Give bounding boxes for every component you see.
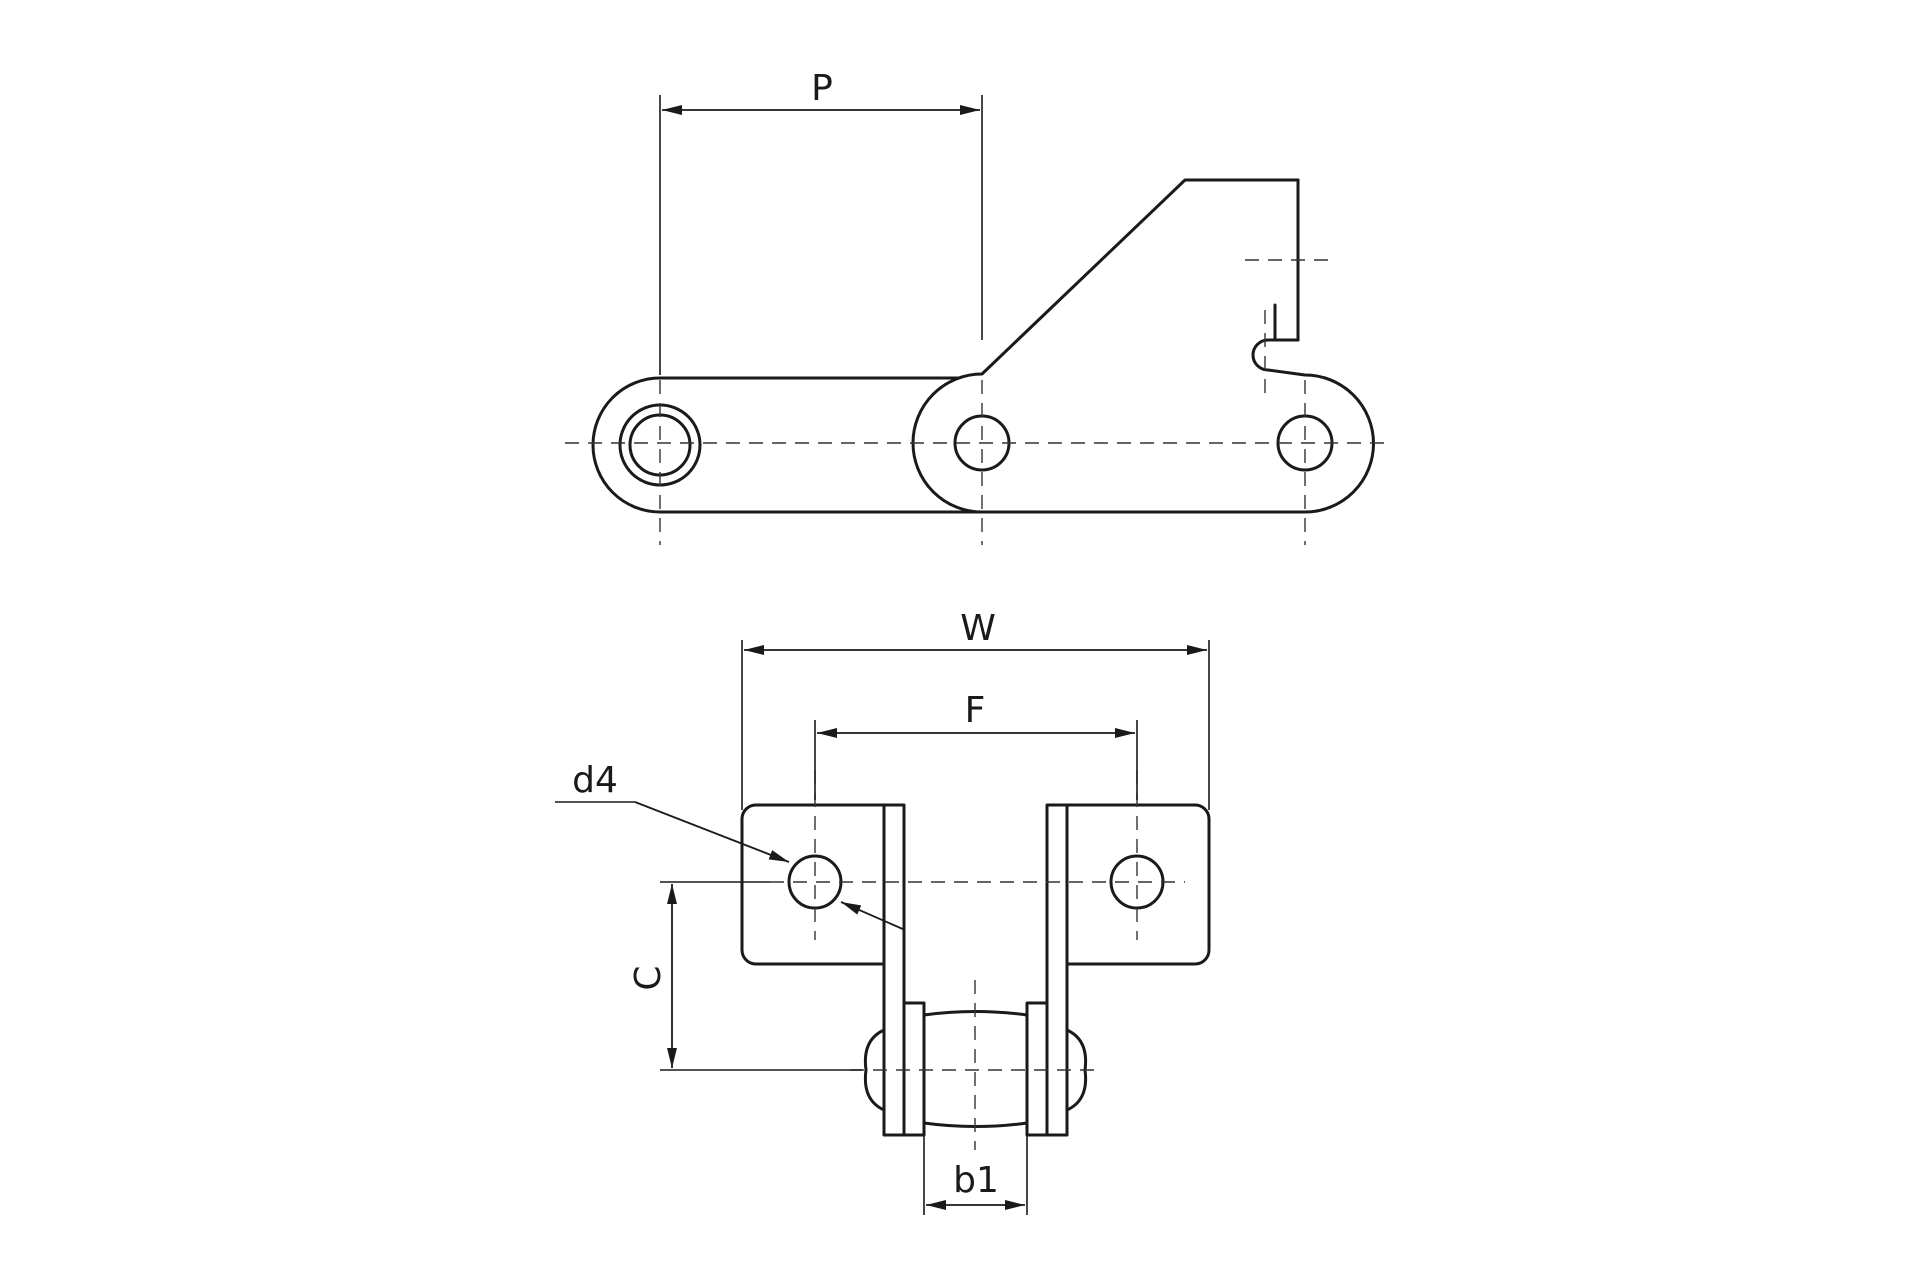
left-inner-plate — [902, 1001, 926, 1137]
roller — [922, 1010, 1029, 1128]
label-b1: b1 — [953, 1160, 999, 1201]
front-view: W F d4 C b1 — [555, 608, 1211, 1215]
left-pin-head — [863, 1028, 886, 1112]
right-inner-plate — [1025, 1001, 1049, 1137]
bushing-inner — [628, 413, 692, 477]
side-view: P — [565, 68, 1385, 545]
label-c: C — [628, 965, 669, 990]
dim-d4-leader-top — [634, 801, 790, 863]
label-d4: d4 — [572, 760, 618, 801]
right-attachment-lug — [1065, 803, 1211, 966]
dim-d4-leader-bottom — [840, 901, 906, 931]
left-attachment-lug — [740, 803, 886, 966]
wing-tab — [1273, 178, 1300, 342]
label-f: F — [965, 690, 986, 731]
left-outer-plate — [882, 803, 906, 1137]
label-p: P — [811, 68, 833, 109]
attachment-plate — [911, 178, 1375, 514]
right-outer-plate — [1045, 803, 1069, 1137]
label-w: W — [960, 608, 996, 649]
outer-link-plate — [591, 376, 992, 514]
